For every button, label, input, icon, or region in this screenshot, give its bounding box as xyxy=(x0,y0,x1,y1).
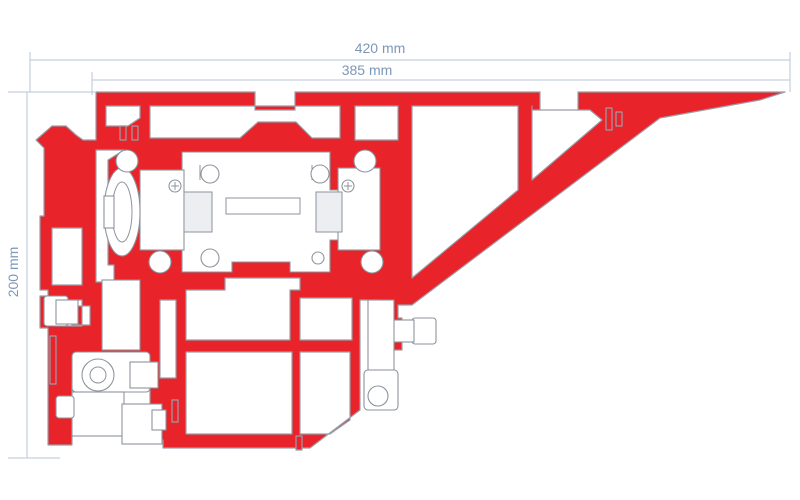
profile-rib-bottom-2 xyxy=(295,435,303,451)
roller-bottom-left xyxy=(148,250,172,274)
right-bearing-block xyxy=(337,167,381,251)
lower-pulley xyxy=(81,358,115,392)
bolt-head-right xyxy=(411,317,437,345)
profile-rib-top-mid xyxy=(131,125,139,141)
profile-rib-arm xyxy=(605,107,613,131)
roller-carriage-bottom-right xyxy=(311,251,325,265)
profile-rib-bottom xyxy=(171,399,179,423)
lower-shaft xyxy=(129,361,159,389)
dimension-label-200: 200 mm xyxy=(5,247,21,298)
bolt-left xyxy=(55,299,79,325)
profile-rib-top-left xyxy=(119,125,127,141)
profile-outer-body xyxy=(35,91,786,449)
profile-rib-lower-left xyxy=(49,335,57,385)
profile-rib-arm-2 xyxy=(615,111,623,127)
lower-cap-mid xyxy=(151,409,167,431)
left-wheel-hub xyxy=(103,195,115,229)
lower-motor-block xyxy=(101,279,141,351)
carriage-slot xyxy=(225,197,301,215)
screw-left-icon xyxy=(168,179,182,193)
bracket-right xyxy=(367,299,395,371)
roller-top-right xyxy=(353,149,377,173)
roller-carriage-top-left xyxy=(200,164,220,184)
dimension-label-385: 385 mm xyxy=(342,62,393,78)
dimension-height: 200 mm xyxy=(5,91,95,459)
roller-right-lower xyxy=(367,385,389,407)
dimension-label-420: 420 mm xyxy=(355,40,406,56)
roller-top-left xyxy=(115,149,139,173)
left-bearing-plate xyxy=(183,191,213,233)
hardware-parts xyxy=(43,149,437,445)
dimension-overall-width: 420 mm xyxy=(29,40,791,92)
dimension-inner-width: 385 mm xyxy=(91,62,790,95)
roller-bottom-right xyxy=(360,250,384,274)
lower-housing xyxy=(71,391,125,437)
lower-cap-left xyxy=(55,395,75,419)
screw-right-icon xyxy=(341,179,355,193)
roller-carriage-top-right xyxy=(310,164,330,184)
right-bearing-plate xyxy=(315,191,343,233)
roller-carriage-bottom-left xyxy=(200,248,220,268)
aluminium-profile xyxy=(35,91,786,451)
